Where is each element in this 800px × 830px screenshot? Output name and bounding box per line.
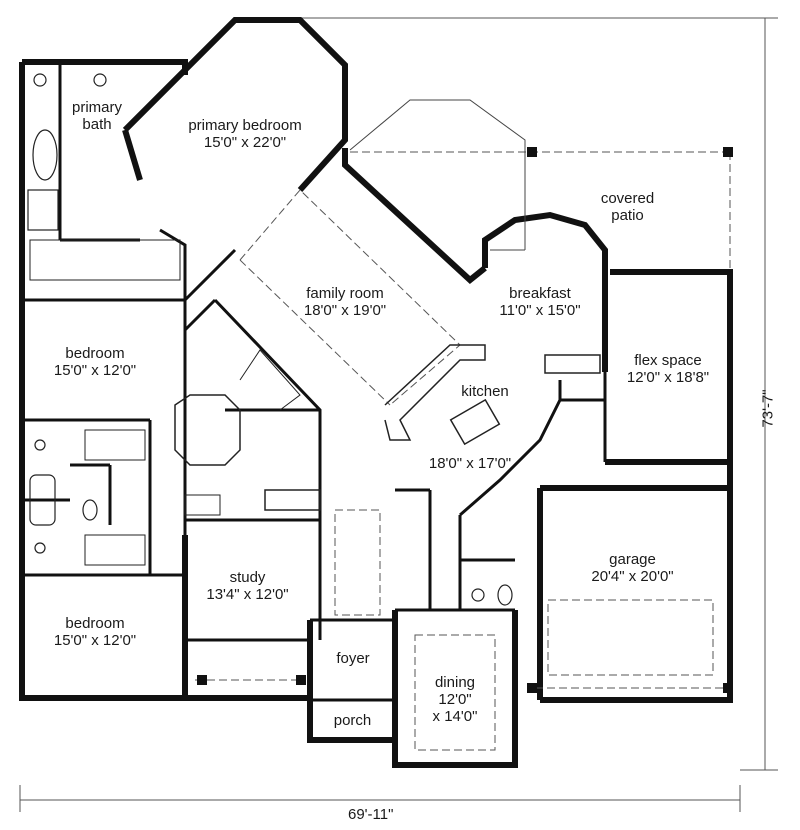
room-study: study 13'4" x 12'0" xyxy=(190,569,305,603)
room-study-name: study xyxy=(229,569,266,586)
room-kitchen-name: kitchen xyxy=(461,383,509,400)
dashed-outlines xyxy=(195,151,731,751)
dimension-overall-width: 69'-11" xyxy=(348,806,394,823)
kitchen-fixtures xyxy=(264,344,601,511)
room-breakfast-size: 11'0" x 15'0" xyxy=(499,302,581,319)
patio-roof xyxy=(349,99,526,251)
room-dining-name: dining xyxy=(434,674,476,691)
room-garage-size: 20'4" x 20'0" xyxy=(591,568,674,585)
room-porch-name: porch xyxy=(333,712,372,729)
room-study-size: 13'4" x 12'0" xyxy=(206,586,289,603)
room-flex-space: flex space 12'0" x 18'8" xyxy=(608,352,728,386)
room-bedroom-lower: bedroom 15'0" x 12'0" xyxy=(30,615,160,649)
closet-shelves xyxy=(29,239,301,566)
dimension-lines xyxy=(19,17,778,812)
hall-octagon xyxy=(174,394,241,466)
room-primary-bath: primary bath xyxy=(62,99,132,133)
room-kitchen-size: 18'0" x 17'0" xyxy=(405,455,535,472)
columns xyxy=(197,147,733,693)
room-primary-bedroom-name: primary bedroom xyxy=(188,117,302,134)
room-breakfast: breakfast 11'0" x 15'0" xyxy=(480,285,600,319)
room-flex-space-size: 12'0" x 18'8" xyxy=(626,369,710,386)
room-covered-patio-line1: covered xyxy=(600,190,655,207)
room-family-room: family room 18'0" x 19'0" xyxy=(280,285,410,319)
room-bedroom-lower-size: 15'0" x 12'0" xyxy=(53,632,137,649)
room-porch: porch xyxy=(315,712,390,729)
room-kitchen: kitchen xyxy=(445,383,525,400)
room-dining-size-line2: x 14'0" xyxy=(432,708,478,725)
room-garage-name: garage xyxy=(609,551,656,568)
room-primary-bath-line2: bath xyxy=(82,116,112,133)
room-primary-bedroom-size: 15'0" x 22'0" xyxy=(203,134,287,151)
room-foyer: foyer xyxy=(318,650,388,667)
room-family-room-size: 18'0" x 19'0" xyxy=(303,302,387,319)
room-dining: dining 12'0" x 14'0" xyxy=(415,674,495,725)
room-bedroom-upper-size: 15'0" x 12'0" xyxy=(53,362,137,379)
room-primary-bath-line1: primary xyxy=(71,99,122,116)
room-kitchen-size-text: 18'0" x 17'0" xyxy=(428,455,512,472)
room-primary-bedroom: primary bedroom 15'0" x 22'0" xyxy=(165,117,325,151)
bath-fixtures xyxy=(27,73,513,606)
room-family-room-name: family room xyxy=(306,285,384,302)
room-flex-space-name: flex space xyxy=(634,352,702,369)
room-garage: garage 20'4" x 20'0" xyxy=(570,551,695,585)
room-breakfast-name: breakfast xyxy=(509,285,571,302)
interior-walls xyxy=(22,60,607,702)
room-bedroom-upper: bedroom 15'0" x 12'0" xyxy=(30,345,160,379)
exterior-walls xyxy=(19,17,733,768)
room-dining-size-line1: 12'0" xyxy=(438,691,472,708)
room-covered-patio-line2: patio xyxy=(611,207,644,224)
room-covered-patio: covered patio xyxy=(580,190,675,224)
dimension-overall-depth: 73'-7" xyxy=(759,389,777,428)
room-bedroom-upper-name: bedroom xyxy=(65,345,125,362)
room-foyer-name: foyer xyxy=(336,650,370,667)
room-bedroom-lower-name: bedroom xyxy=(65,615,125,632)
